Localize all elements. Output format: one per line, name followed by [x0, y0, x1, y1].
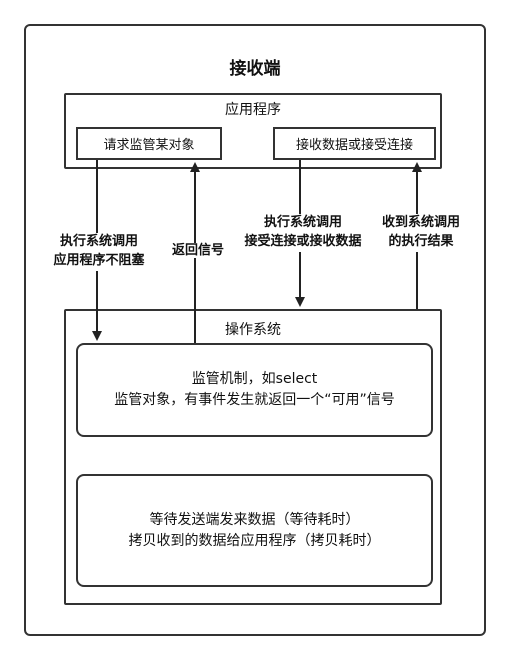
label-syscall-result-line2: 的执行结果 [366, 232, 476, 252]
receive-data-box: 接收数据或接受连接 [273, 127, 436, 160]
wait-line-1: 等待发送端发来数据（等待耗时） [149, 511, 360, 528]
label-syscall-receive-line2: 接受连接或接收数据 [228, 232, 378, 252]
receiver-frame [24, 24, 486, 636]
label-syscall-nonblocking: 执行系统调用 应用程序不阻塞 [40, 233, 158, 271]
label-syscall-nonblocking-line2: 应用程序不阻塞 [40, 251, 158, 271]
label-syscall-receive-line1: 执行系统调用 [228, 214, 378, 233]
wait-copy-box: 等待发送端发来数据（等待耗时） 拷贝收到的数据给应用程序（拷贝耗时） [76, 474, 433, 587]
request-monitor-label: 请求监管某对象 [103, 138, 195, 153]
label-syscall-result: 收到系统调用 的执行结果 [366, 214, 476, 252]
wait-line-2: 拷贝收到的数据给应用程序（拷贝耗时） [128, 532, 381, 549]
monitor-mechanism-box: 监管机制，如select 监管对象，有事件发生就返回一个“可用”信号 [76, 343, 433, 437]
application-title: 应用程序 [225, 102, 281, 118]
label-return-signal-text: 返回信号 [169, 243, 226, 258]
label-syscall-result-line1: 收到系统调用 [366, 214, 476, 233]
monitor-line-1: 监管机制，如select [191, 371, 318, 387]
os-title: 操作系统 [225, 322, 281, 338]
request-monitor-box: 请求监管某对象 [76, 127, 222, 160]
label-syscall-receive: 执行系统调用 接受连接或接收数据 [228, 214, 378, 252]
receive-data-label: 接收数据或接受连接 [295, 138, 413, 153]
label-return-signal: 返回信号 [158, 242, 238, 261]
monitor-line-2: 监管对象，有事件发生就返回一个“可用”信号 [114, 392, 395, 408]
label-syscall-nonblocking-line1: 执行系统调用 [40, 233, 158, 252]
diagram-title: 接收端 [229, 59, 281, 79]
